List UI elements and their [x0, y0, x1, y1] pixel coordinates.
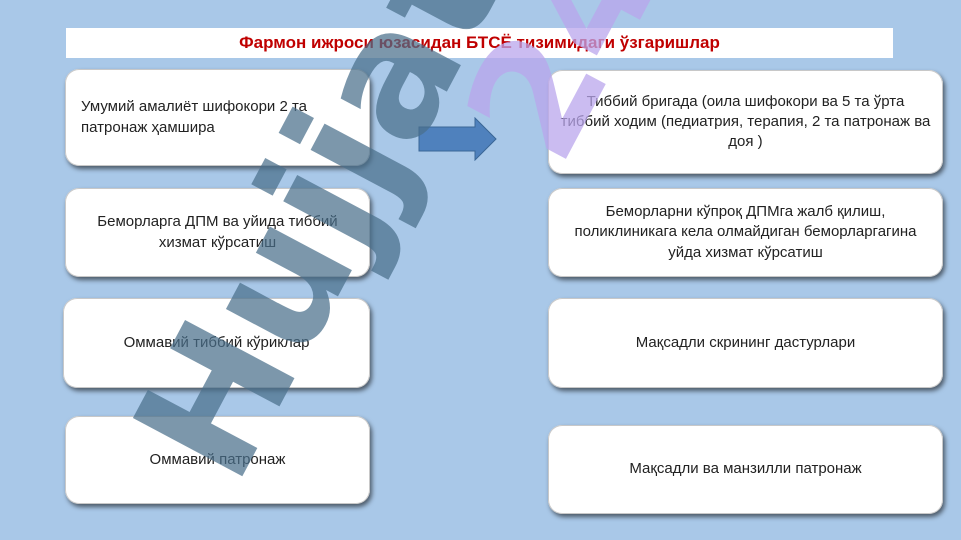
right-item-4: Мақсадли ва манзилли патронаж	[548, 425, 943, 514]
left-item-2: Беморларга ДПМ ва уйида тиббий хизмат кў…	[65, 188, 370, 277]
left-item-4: Оммавий патронаж	[65, 416, 370, 504]
right-item-2: Беморларни кўпроқ ДПМга жалб қилиш, поли…	[548, 188, 943, 277]
right-item-1: Тиббий бригада (оила шифокори ва 5 та ўр…	[548, 70, 943, 174]
left-item-1: Умумий амалиёт шифокори 2 та патронаж ҳа…	[65, 69, 370, 166]
right-item-3: Мақсадли скрининг дастурлари	[548, 298, 943, 388]
right-arrow-icon	[418, 117, 497, 161]
left-item-3: Оммавий тиббий кўриклар	[63, 298, 370, 388]
slide-title: Фармон ижроси юзасидан БТСЁ тизимидаги ў…	[66, 28, 893, 58]
